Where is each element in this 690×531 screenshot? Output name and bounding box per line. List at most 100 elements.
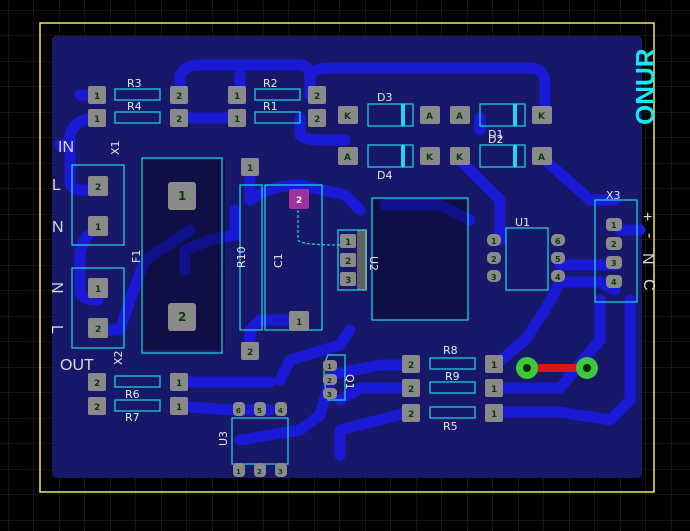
pad-f1-1: 1 <box>168 182 196 210</box>
pad-r10-1: 1 <box>241 158 259 176</box>
jumper-wire[interactable] <box>516 357 598 379</box>
silkscreen-labels: IN OUT L N N L X1 X2 X3 F1 R1 R2 R3 R4 R… <box>48 48 660 446</box>
svg-text:2: 2 <box>94 403 100 413</box>
pad-r4-2: 2 <box>170 109 188 127</box>
u2-outline <box>371 197 469 321</box>
svg-text:3: 3 <box>327 391 332 399</box>
label-d4: D4 <box>377 169 392 182</box>
label-d2: D2 <box>488 133 503 146</box>
svg-text:2: 2 <box>178 310 186 324</box>
d4-body <box>367 144 414 168</box>
pad-u1-1: 1 <box>487 234 501 246</box>
svg-text:1: 1 <box>95 223 101 233</box>
r10-outline <box>239 184 263 331</box>
pad-q1-2: 2 <box>323 374 337 385</box>
pad-x1-2: 2 <box>88 176 108 196</box>
svg-text:2: 2 <box>314 115 320 125</box>
svg-text:2: 2 <box>327 377 332 385</box>
svg-text:2: 2 <box>247 348 253 358</box>
u1-outline <box>505 227 549 291</box>
svg-text:A: A <box>426 112 433 122</box>
svg-text:1: 1 <box>345 238 351 248</box>
trace <box>64 112 104 196</box>
pad-r6-1: 1 <box>170 373 188 391</box>
label-r7: R7 <box>125 411 140 424</box>
svg-text:4: 4 <box>278 407 283 415</box>
label-r6: R6 <box>125 388 140 401</box>
pad-r5-1: 1 <box>485 404 503 422</box>
pad-r2-1: 1 <box>228 86 246 104</box>
svg-text:2: 2 <box>408 410 414 420</box>
pad-d2-a: A <box>532 147 552 165</box>
svg-text:2: 2 <box>408 385 414 395</box>
label-q1: Q1 <box>343 374 356 390</box>
label-x3-minus: - <box>641 233 658 238</box>
svg-text:1: 1 <box>296 318 302 328</box>
pad-r6-2: 2 <box>88 373 106 391</box>
trace <box>244 314 306 356</box>
trace <box>324 359 416 381</box>
svg-text:3: 3 <box>345 276 351 286</box>
svg-text:3: 3 <box>278 468 283 476</box>
svg-text:1: 1 <box>247 164 253 174</box>
label-d1: D1 <box>488 128 503 141</box>
svg-text:3: 3 <box>491 273 497 282</box>
svg-text:1: 1 <box>491 410 497 420</box>
trace <box>334 382 416 406</box>
svg-text:4: 4 <box>611 278 617 287</box>
pad-d1-k: K <box>532 106 552 124</box>
pad-x3-2: 2 <box>606 237 622 250</box>
board-title: ONUR <box>630 48 660 125</box>
label-f1: F1 <box>130 250 143 263</box>
label-r2: R2 <box>263 77 278 90</box>
svg-text:2: 2 <box>314 92 320 102</box>
svg-text:2: 2 <box>95 183 101 193</box>
pad-u1-6: 6 <box>551 234 565 246</box>
silkscreen-layer <box>71 88 638 465</box>
svg-text:1: 1 <box>94 115 100 125</box>
d2-body <box>479 144 526 168</box>
pads-layer[interactable]: 1 1 2 2 1 1 2 2 K A A K A K K A 2 1 1 2 … <box>88 86 622 477</box>
label-u1: U1 <box>515 216 530 229</box>
svg-text:1: 1 <box>491 361 497 371</box>
label-n-bot: N <box>48 282 65 294</box>
pad-d3-a: A <box>420 106 440 124</box>
label-c1: C1 <box>272 253 285 268</box>
pad-r5-2: 2 <box>402 404 420 422</box>
svg-text:1: 1 <box>176 379 182 389</box>
trace <box>179 204 241 276</box>
pad-r1-1: 1 <box>228 109 246 127</box>
label-d3: D3 <box>377 91 392 104</box>
f1-outline <box>141 157 223 354</box>
pad-r3-1: 1 <box>88 86 106 104</box>
trace <box>489 276 566 371</box>
pad-x1-1: 1 <box>88 216 108 236</box>
svg-text:2: 2 <box>408 361 414 371</box>
svg-text:1: 1 <box>234 115 240 125</box>
label-x1: X1 <box>109 140 122 155</box>
svg-text:2: 2 <box>611 240 617 249</box>
pad-x3-3: 3 <box>606 256 622 269</box>
label-u3: U3 <box>217 431 230 446</box>
pad-r3-2: 2 <box>170 86 188 104</box>
label-out: OUT <box>60 357 94 374</box>
pad-f1-2: 2 <box>168 303 196 331</box>
svg-text:A: A <box>456 112 463 122</box>
svg-text:2: 2 <box>176 92 182 102</box>
pad-u3-1: 1 <box>233 463 245 477</box>
pad-d3-k: K <box>338 106 358 124</box>
trace <box>92 224 196 336</box>
svg-text:2: 2 <box>491 255 497 264</box>
pad-r7-1: 1 <box>170 397 188 415</box>
svg-text:2: 2 <box>176 115 182 125</box>
label-n-top: N <box>52 219 64 236</box>
x3-outline <box>594 199 638 303</box>
svg-text:6: 6 <box>555 237 561 246</box>
label-l-top: L <box>52 177 61 194</box>
svg-text:6: 6 <box>236 407 241 415</box>
label-r9: R9 <box>445 370 460 383</box>
label-l-bot: L <box>48 325 65 334</box>
trace <box>274 324 356 386</box>
board-outline[interactable] <box>39 22 655 493</box>
pad-x2-1: 1 <box>88 278 108 298</box>
